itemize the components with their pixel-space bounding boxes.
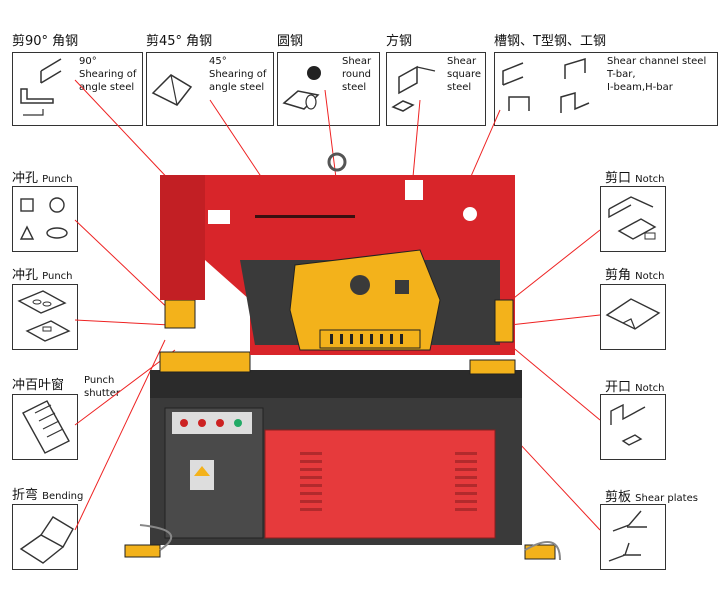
top-note-4c: steel (447, 82, 472, 93)
punch-sheet-icon (17, 290, 71, 342)
top-box-5: Shear channel steel T-bar, I-beam,H-bar (494, 52, 718, 126)
right-label-3: 开口 Notch (605, 380, 665, 395)
right-label-1: 剪口 Notch (605, 171, 665, 186)
left-label-2: 冲孔 Punch (12, 268, 73, 283)
round-steel-icon (282, 66, 321, 110)
angle-steel-45-icon (151, 74, 193, 106)
notch-icon (608, 196, 657, 240)
shutter-icon (22, 400, 70, 454)
top-box-1: 90° Shearing of angle steel (12, 52, 143, 126)
top-note-3c: steel (342, 82, 367, 93)
left-label-3: 冲百叶窗 (12, 378, 65, 393)
top-note-2c: angle steel (209, 82, 265, 93)
angle-steel-90-icon (20, 58, 62, 116)
top-box-2: 45° Shearing of angle steel (146, 52, 274, 126)
top-note-1b: Shearing of (79, 69, 137, 80)
top-label-4: 方钢 (386, 34, 413, 49)
left-box-3 (12, 394, 78, 460)
right-box-4 (600, 504, 666, 570)
top-note-2a: 45° (209, 56, 227, 67)
right-box-2 (600, 284, 666, 350)
top-note-5a: Shear channel steel (607, 56, 707, 67)
left-box-1 (12, 186, 78, 252)
corner-notch-icon (605, 298, 661, 330)
top-note-5b: T-bar, (607, 69, 636, 80)
open-notch-icon (610, 403, 646, 446)
top-label-5: 槽钢、T型钢、工钢 (494, 34, 606, 49)
right-box-3 (600, 394, 666, 460)
top-label-1: 剪90° 角钢 (12, 34, 79, 49)
top-label-3: 圆钢 (277, 34, 304, 49)
top-label-2: 剪45° 角钢 (146, 34, 213, 49)
left-box-2 (12, 284, 78, 350)
top-note-1a: 90° (79, 56, 97, 67)
right-label-4: 剪板 Shear plates (605, 490, 698, 505)
shear-plate-icon (608, 510, 647, 562)
bending-icon (19, 516, 74, 564)
punch-shapes-icon (19, 197, 68, 240)
channel-steel-icon (502, 57, 590, 113)
top-box-4: Shear square steel (386, 52, 486, 126)
top-box-3: Shear round steel (277, 52, 380, 126)
left-label-4: 折弯 Bending (12, 488, 84, 503)
square-steel-icon (391, 65, 436, 112)
left-box-4 (12, 504, 78, 570)
top-note-3a: Shear (342, 56, 372, 67)
top-note-1c: angle steel (79, 82, 135, 93)
left-label-1: 冲孔 Punch (12, 171, 73, 186)
top-note-4b: square (447, 69, 482, 80)
right-label-2: 剪角 Notch (605, 268, 665, 283)
top-note-2b: Shearing of (209, 69, 267, 80)
top-note-4a: Shear (447, 56, 477, 67)
right-box-1 (600, 186, 666, 252)
top-note-5c: I-beam,H-bar (607, 82, 673, 93)
top-note-3b: round (342, 69, 372, 80)
